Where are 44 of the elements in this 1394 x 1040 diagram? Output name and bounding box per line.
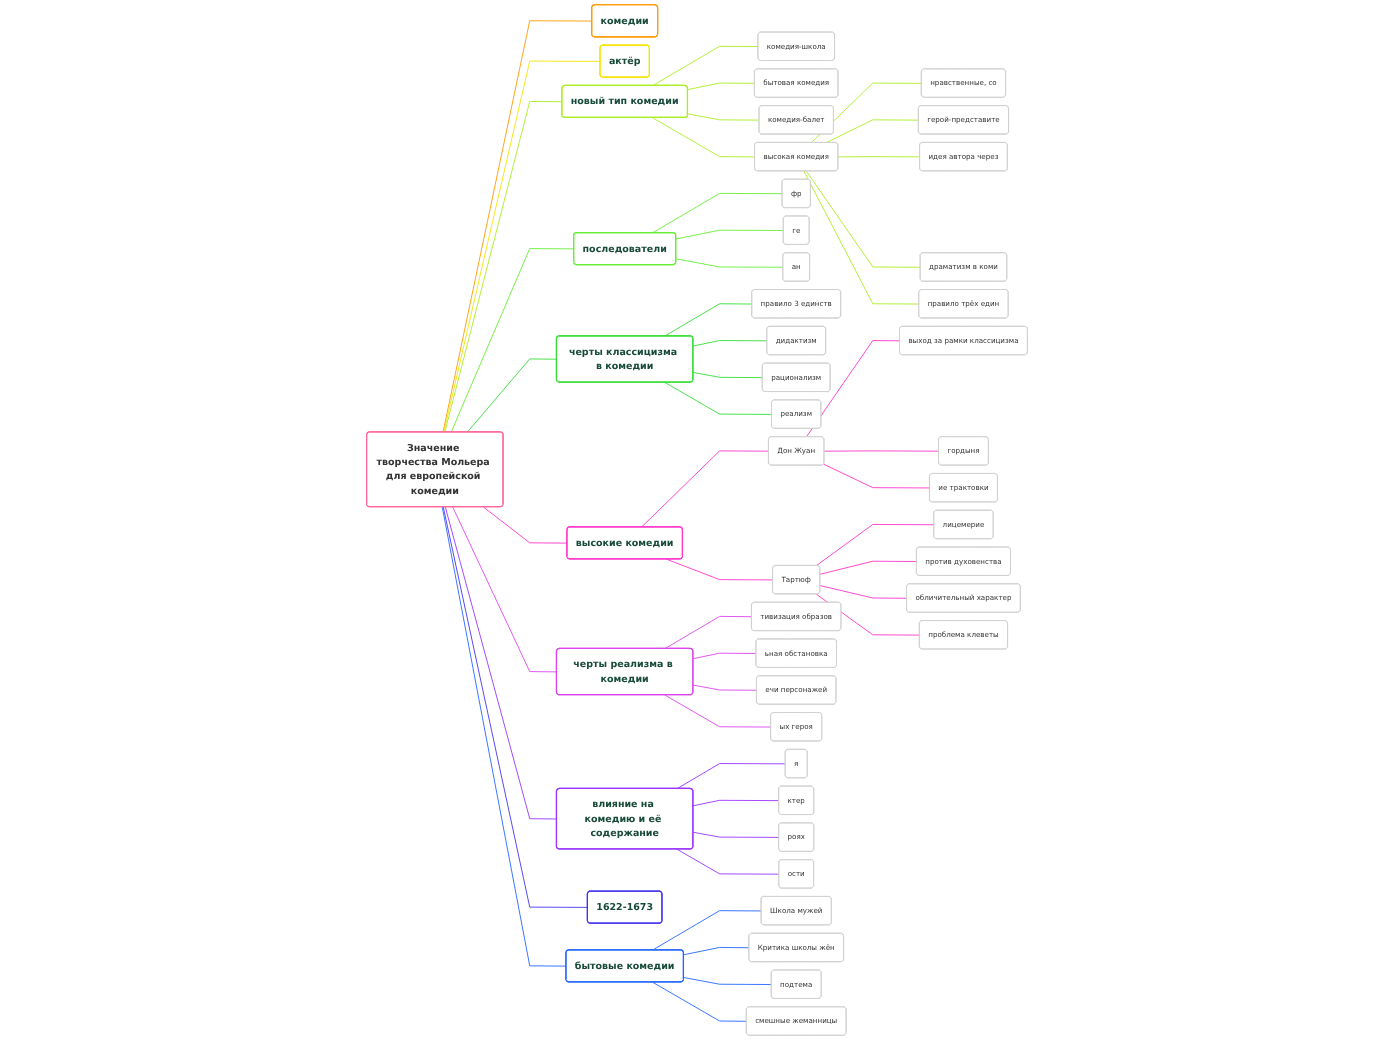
connector <box>664 381 773 415</box>
connector <box>444 506 558 820</box>
connector <box>664 615 753 650</box>
connector <box>815 524 935 567</box>
connector <box>652 910 762 951</box>
connector <box>452 506 558 673</box>
connector <box>676 763 786 790</box>
connector <box>692 684 758 691</box>
connector <box>837 156 921 158</box>
connector <box>683 947 750 956</box>
connector <box>683 977 772 985</box>
connector <box>687 113 760 121</box>
connector <box>444 101 563 433</box>
connector <box>664 694 772 728</box>
connector <box>442 506 589 908</box>
connector <box>675 258 784 268</box>
connector <box>641 450 770 528</box>
connector <box>819 585 908 599</box>
connector <box>664 303 753 337</box>
connector <box>450 248 575 433</box>
connector <box>805 170 921 268</box>
connector <box>692 372 763 379</box>
connector <box>665 558 774 581</box>
connector <box>692 799 780 807</box>
connector <box>803 170 920 305</box>
connector <box>692 652 757 660</box>
connector <box>466 358 558 433</box>
connector <box>825 119 920 144</box>
connector <box>819 560 918 575</box>
connector <box>815 593 921 636</box>
connector <box>652 192 783 234</box>
connector <box>441 506 567 967</box>
connector <box>482 506 568 544</box>
connector <box>652 117 756 158</box>
connector <box>676 848 780 875</box>
connector <box>652 981 748 1022</box>
connector <box>675 229 784 240</box>
connector <box>692 340 768 347</box>
connector <box>652 45 759 87</box>
connector <box>823 463 931 489</box>
connector <box>692 831 780 838</box>
connector <box>687 82 756 91</box>
connector <box>823 450 940 452</box>
connector <box>805 340 901 438</box>
